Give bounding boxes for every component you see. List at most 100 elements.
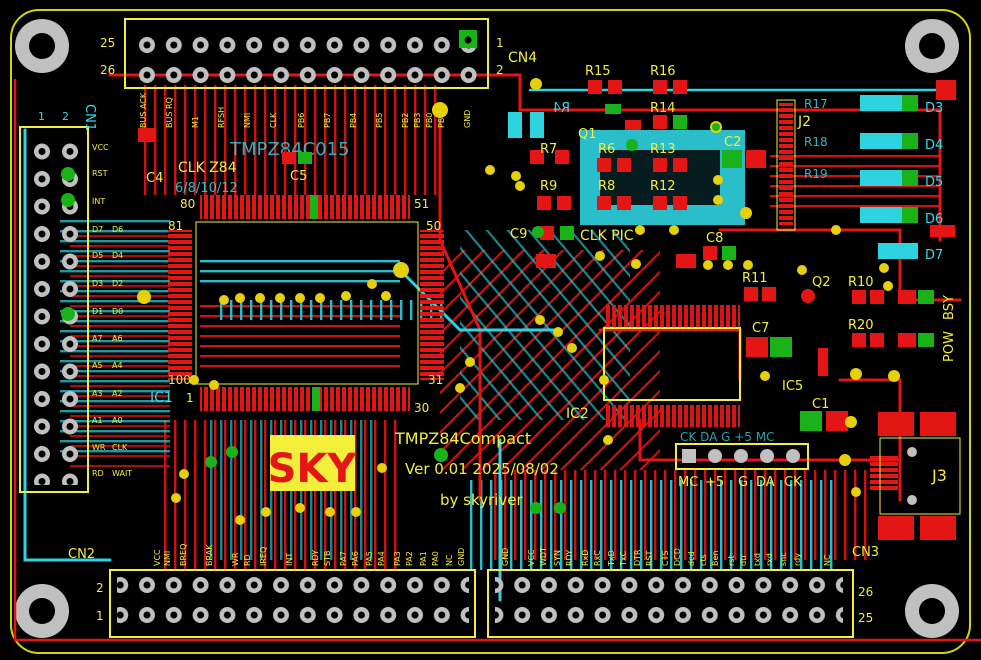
passive-refs: R15 R16 R14 R13 R7 R6 R9 R8 R12 Q1 C2 C9… bbox=[146, 64, 874, 412]
cn4-signal-labels: BUS ACK BUS RQ M1 RFSH NMI CLK PB6 PB7 P… bbox=[139, 92, 472, 128]
cn1-signal-labels: VCC RST INT D7 D6 D5 D4 D3 D2 D1 D0 A7 A… bbox=[92, 143, 132, 478]
j3-connector[interactable] bbox=[870, 412, 961, 540]
ic1-qfp[interactable] bbox=[168, 195, 444, 411]
svg-text:A4: A4 bbox=[112, 361, 123, 370]
svg-text:PB1: PB1 bbox=[437, 113, 446, 128]
svg-text:TxD: TxD bbox=[607, 550, 616, 567]
svg-text:A7: A7 bbox=[92, 334, 103, 343]
svg-text:C8: C8 bbox=[706, 231, 723, 246]
svg-text:CLK: CLK bbox=[112, 443, 128, 452]
svg-text:A6: A6 bbox=[112, 334, 123, 343]
svg-text:BUS ACK: BUS ACK bbox=[139, 92, 148, 128]
svg-text:PA1: PA1 bbox=[419, 551, 428, 566]
svg-text:dtr: dtr bbox=[739, 554, 748, 566]
svg-text:WAIT: WAIT bbox=[112, 469, 132, 478]
mounting-holes bbox=[15, 19, 959, 638]
cn1-header[interactable] bbox=[19, 126, 89, 493]
board-outline bbox=[10, 9, 971, 654]
svg-text:D3: D3 bbox=[92, 279, 103, 288]
svg-text:A1: A1 bbox=[92, 416, 103, 425]
svg-text:C4: C4 bbox=[146, 171, 163, 186]
svg-text:RST: RST bbox=[92, 169, 108, 178]
svg-text:VCC: VCC bbox=[92, 143, 109, 152]
svg-text:GND: GND bbox=[501, 548, 510, 566]
cn4-header[interactable] bbox=[124, 18, 489, 89]
svg-text:RDY: RDY bbox=[311, 550, 320, 566]
status-leds[interactable] bbox=[898, 290, 934, 347]
svg-text:RD: RD bbox=[243, 554, 252, 566]
svg-text:C2: C2 bbox=[724, 135, 741, 150]
svg-text:R17: R17 bbox=[804, 97, 828, 111]
svg-text:BUS RQ: BUS RQ bbox=[165, 97, 174, 128]
svg-text:D7: D7 bbox=[925, 248, 943, 263]
cn4-pin-1: 1 bbox=[496, 36, 504, 50]
clock-z84-label: CLK Z84 bbox=[178, 160, 237, 176]
svg-text:Q1: Q1 bbox=[578, 127, 597, 142]
svg-text:NC: NC bbox=[823, 554, 832, 566]
clock-pic-label: CLK PIC bbox=[580, 228, 634, 244]
j3-ref: J3 bbox=[931, 466, 947, 485]
cn3-pin-25: 25 bbox=[858, 611, 873, 625]
svg-text:SYN: SYN bbox=[553, 550, 562, 566]
svg-text:VCC: VCC bbox=[527, 549, 536, 566]
svg-text:IREQ: IREQ bbox=[259, 547, 268, 566]
svg-text:PA3: PA3 bbox=[393, 551, 402, 566]
cn3-right-header[interactable] bbox=[487, 569, 854, 638]
clock-frequency-label: 6/8/10/12 bbox=[175, 181, 238, 196]
svg-text:50: 50 bbox=[426, 219, 441, 233]
svg-text:C9: C9 bbox=[510, 227, 527, 242]
svg-text:PA6: PA6 bbox=[351, 551, 360, 566]
cn1-pin-1: 1 bbox=[38, 110, 45, 123]
svg-text:80: 80 bbox=[180, 197, 195, 211]
svg-text:TxC: TxC bbox=[619, 550, 628, 567]
cn4-pin-2: 2 bbox=[496, 63, 504, 77]
r4-ref-mirrored: R4 bbox=[553, 101, 570, 116]
svg-text:C1: C1 bbox=[812, 397, 829, 412]
mirrored-refs-right: R17 R18 R19 bbox=[804, 97, 828, 181]
ic5-pad bbox=[818, 348, 828, 376]
svg-text:WR: WR bbox=[92, 443, 106, 452]
svg-text:SKY: SKY bbox=[268, 446, 358, 492]
cn4-ref: CN4 bbox=[508, 50, 537, 66]
cn2-ref: CN2 bbox=[68, 547, 95, 562]
svg-text:R6: R6 bbox=[598, 142, 615, 157]
svg-text:D5: D5 bbox=[92, 251, 103, 260]
svg-text:PA4: PA4 bbox=[377, 551, 386, 566]
cn3-pin-26: 26 bbox=[858, 585, 873, 599]
icsp-header[interactable] bbox=[675, 443, 809, 470]
svg-text:rdy: rdy bbox=[793, 553, 802, 566]
svg-text:G: G bbox=[738, 475, 748, 490]
svg-text:WDT: WDT bbox=[539, 547, 548, 566]
ic1-part-name: TMPZ84C015 bbox=[229, 139, 350, 160]
cn3-left-pin-2: 2 bbox=[96, 581, 104, 595]
svg-text:WR: WR bbox=[231, 552, 240, 566]
svg-text:R20: R20 bbox=[848, 318, 874, 333]
svg-text:R15: R15 bbox=[585, 64, 611, 79]
svg-text:PA0: PA0 bbox=[431, 551, 440, 566]
j2-connector[interactable] bbox=[776, 99, 796, 231]
q2-pad bbox=[801, 289, 815, 303]
svg-text:DCD: DCD bbox=[673, 548, 682, 566]
svg-text:C7: C7 bbox=[752, 321, 769, 336]
led-array[interactable] bbox=[860, 80, 956, 259]
svg-text:RxC: RxC bbox=[593, 550, 602, 566]
svg-text:RDY: RDY bbox=[565, 550, 574, 566]
svg-text:NMI: NMI bbox=[243, 113, 252, 128]
bsy-label: BSY bbox=[942, 295, 957, 320]
svg-text:RFSH: RFSH bbox=[217, 107, 226, 128]
passives-top[interactable] bbox=[138, 80, 884, 431]
svg-text:cts: cts bbox=[699, 554, 708, 566]
svg-text:STB: STB bbox=[323, 551, 332, 566]
svg-text:D5: D5 bbox=[925, 175, 943, 190]
svg-text:PB6: PB6 bbox=[297, 113, 306, 128]
svg-text:rst: rst bbox=[727, 555, 736, 566]
ic2-chip[interactable] bbox=[603, 305, 741, 427]
j2-ref: J2 bbox=[797, 114, 811, 130]
ic2-ref: IC2 bbox=[566, 406, 589, 422]
svg-text:Q2: Q2 bbox=[812, 275, 831, 290]
svg-text:31: 31 bbox=[428, 373, 443, 387]
cn3-left-header[interactable] bbox=[109, 569, 476, 638]
svg-text:MC: MC bbox=[678, 475, 698, 490]
svg-text:GND: GND bbox=[457, 548, 466, 566]
svg-text:D7: D7 bbox=[92, 225, 103, 234]
